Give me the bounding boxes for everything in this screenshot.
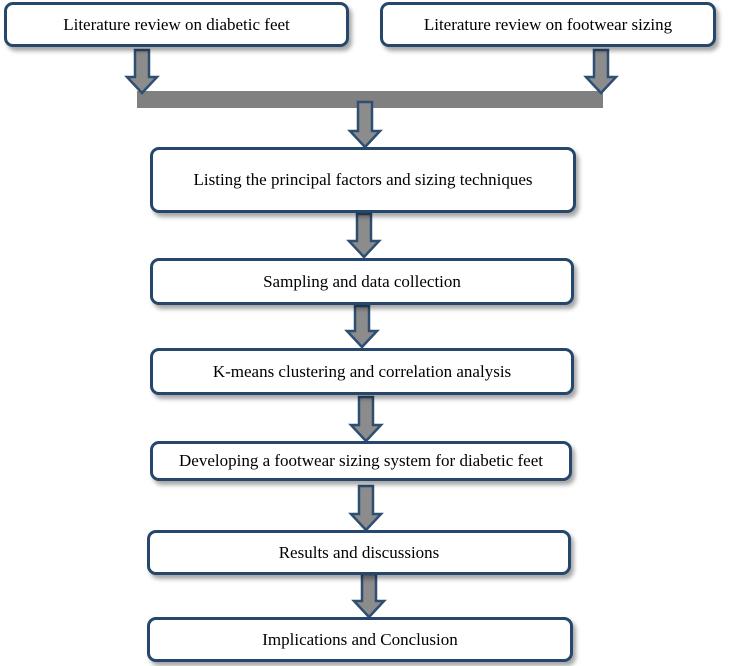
node-label: Implications and Conclusion bbox=[262, 629, 458, 649]
node-label: Developing a footwear sizing system for … bbox=[179, 451, 543, 470]
flow-arrow-3 bbox=[347, 100, 383, 149]
node-label: Listing the principal factors and sizing… bbox=[193, 170, 533, 189]
node-label: Results and discussions bbox=[278, 542, 440, 562]
node-literature-review-diabetic-feet: Literature review on diabetic feet bbox=[4, 2, 349, 47]
flow-arrow-2 bbox=[583, 48, 619, 95]
node-results-discussions: Results and discussions bbox=[147, 530, 571, 575]
node-label: Literature review on footwear sizing bbox=[423, 14, 673, 34]
merge-bar bbox=[137, 91, 603, 108]
node-sampling-data-collection: Sampling and data collection bbox=[150, 258, 574, 305]
flow-arrow-5 bbox=[344, 304, 380, 349]
node-developing-sizing-system: Developing a footwear sizing system for … bbox=[150, 441, 572, 481]
flow-arrow-1 bbox=[124, 48, 160, 95]
flow-arrow-6 bbox=[348, 395, 384, 443]
flow-arrow-8 bbox=[351, 572, 387, 619]
node-literature-review-footwear-sizing: Literature review on footwear sizing bbox=[380, 2, 716, 47]
node-implications-conclusion: Implications and Conclusion bbox=[147, 617, 573, 662]
flow-arrow-4 bbox=[346, 212, 382, 259]
node-listing-principal-factors: Listing the principal factors and sizing… bbox=[150, 147, 576, 213]
node-label: Sampling and data collection bbox=[263, 271, 461, 291]
node-kmeans-clustering: K-means clustering and correlation analy… bbox=[150, 348, 574, 395]
node-label: Literature review on diabetic feet bbox=[63, 14, 290, 34]
flow-arrow-7 bbox=[348, 484, 384, 532]
node-label: K-means clustering and correlation analy… bbox=[212, 361, 512, 381]
